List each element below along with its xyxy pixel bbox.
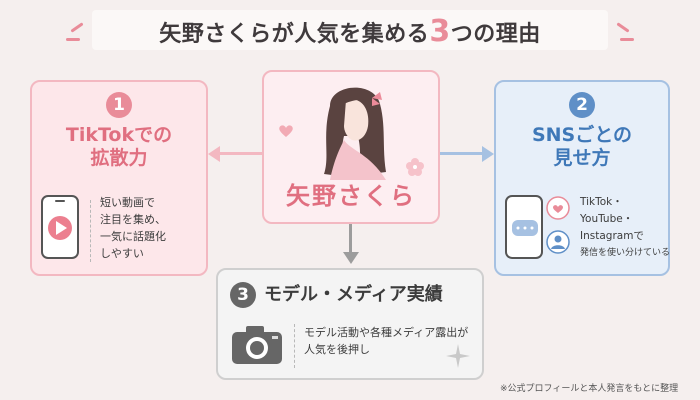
reason-number-badge: 1 xyxy=(106,92,132,118)
arrow-left xyxy=(218,152,262,155)
smartphone-social-icon xyxy=(505,195,570,259)
title-number: 3 xyxy=(429,14,451,49)
reason-heading: モデル・メディア実績 xyxy=(264,284,443,305)
divider xyxy=(294,324,295,368)
title-suffix: つの理由 xyxy=(450,22,541,47)
desc-line: しやすい xyxy=(100,247,144,260)
reason-card-1: 1 TikTokでの 拡散力 短い動画で 注目を集め、 一気に話題化 しやすい xyxy=(30,80,208,276)
camera-icon xyxy=(232,326,282,364)
title-area: 矢野さくらが人気を集める3つの理由 xyxy=(0,8,700,52)
sparkle-decoration xyxy=(620,38,634,41)
heart-icon xyxy=(279,125,293,137)
center-profile-card: 矢野さくら xyxy=(262,70,440,224)
sakura-flower-icon xyxy=(406,158,424,176)
desc-line: 短い動画で xyxy=(100,196,155,209)
arrow-right-head xyxy=(482,146,494,162)
desc-line: YouTube・ xyxy=(580,213,634,225)
desc-line: 発信を使い分けている xyxy=(580,248,671,258)
divider xyxy=(90,200,91,262)
reason-heading: SNSごとの 見せ方 xyxy=(496,124,668,170)
sparkle-icon xyxy=(446,344,470,368)
desc-line: 人気を後押し xyxy=(304,343,370,356)
reason-description: TikTok・ YouTube・ Instagramで 発信を使い分けている xyxy=(580,194,670,262)
reason-number-badge: 3 xyxy=(230,282,256,308)
reason-heading: TikTokでの 拡散力 xyxy=(32,124,206,170)
heading-line: 拡散力 xyxy=(90,146,148,169)
desc-line: 一気に話題化 xyxy=(100,230,166,243)
arrow-down-head xyxy=(343,252,359,264)
center-name: 矢野さくら xyxy=(286,182,416,210)
reason-card-2: 2 SNSごとの 見せ方 TikTok・ YouTube・ Instagramで… xyxy=(494,80,670,276)
heading-line: TikTokでの xyxy=(65,124,173,146)
reason-description: 短い動画で 注目を集め、 一気に話題化 しやすい xyxy=(100,194,204,262)
smartphone-play-icon xyxy=(41,195,79,259)
arrow-down xyxy=(349,224,352,254)
desc-line: TikTok・ xyxy=(580,196,623,208)
woman-portrait-illustration xyxy=(324,87,386,180)
arrow-left-head xyxy=(208,146,220,162)
arrow-right xyxy=(440,152,484,155)
heading-line: 見せ方 xyxy=(553,146,611,169)
heading-line: SNSごとの xyxy=(531,124,633,146)
reason-description: モデル活動や各種メディア露出が 人気を後押し xyxy=(304,324,480,358)
footnote: ※公式プロフィールと本人発言をもとに整理 xyxy=(500,384,679,394)
desc-line: 注目を集め、 xyxy=(100,213,166,226)
title-prefix: 矢野さくらが人気を集める xyxy=(159,22,430,47)
title-banner xyxy=(92,10,608,50)
desc-line: Instagramで xyxy=(580,230,644,242)
desc-line: モデル活動や各種メディア露出が xyxy=(304,326,469,339)
page-title: 矢野さくらが人気を集める3つの理由 xyxy=(0,14,700,49)
reason-card-3: 3 モデル・メディア実績 モデル活動や各種メディア露出が 人気を後押し xyxy=(216,268,484,380)
sparkle-decoration xyxy=(66,38,80,41)
reason-number-badge: 2 xyxy=(569,92,595,118)
